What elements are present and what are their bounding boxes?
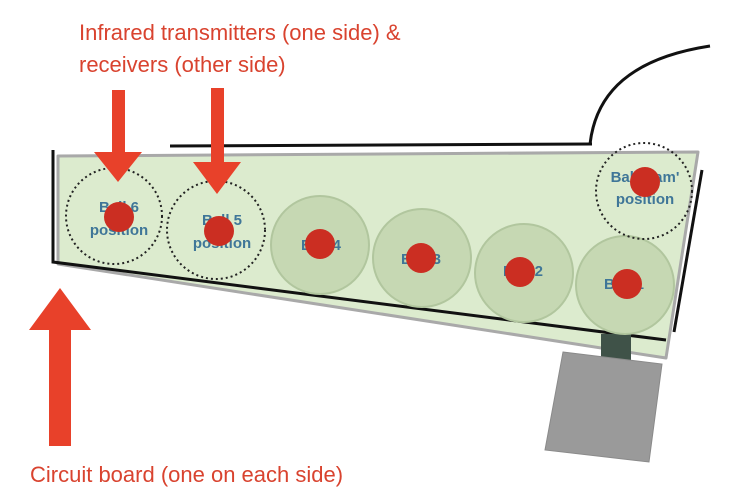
cable xyxy=(588,44,711,145)
circuit-board-label: Circuit board (one on each side) xyxy=(30,462,344,487)
ball-1-sensor-dot xyxy=(612,269,642,299)
ball-6-sensor-dot xyxy=(104,202,134,232)
circuit-board-arrow xyxy=(29,288,91,446)
ball-jam-label-line2: position xyxy=(616,191,674,208)
ball-5-sensor-dot xyxy=(204,216,234,246)
ball-4-sensor-dot xyxy=(305,229,335,259)
ball-2-sensor-dot xyxy=(505,257,535,287)
transmitters-label-line1: Infrared transmitters (one side) & xyxy=(79,20,401,45)
ball-3-sensor-dot xyxy=(406,243,436,273)
ball-jam-sensor-dot xyxy=(630,167,660,197)
transmitters-label-line2: receivers (other side) xyxy=(79,52,286,77)
left-rail xyxy=(51,150,667,342)
motor-body xyxy=(544,351,663,463)
ball-jam-position-outline xyxy=(595,142,693,240)
right-rail xyxy=(672,169,704,333)
top-rail xyxy=(169,142,593,148)
transmitter-arrow-1 xyxy=(94,90,142,182)
transmitter-arrow-2 xyxy=(193,88,241,194)
